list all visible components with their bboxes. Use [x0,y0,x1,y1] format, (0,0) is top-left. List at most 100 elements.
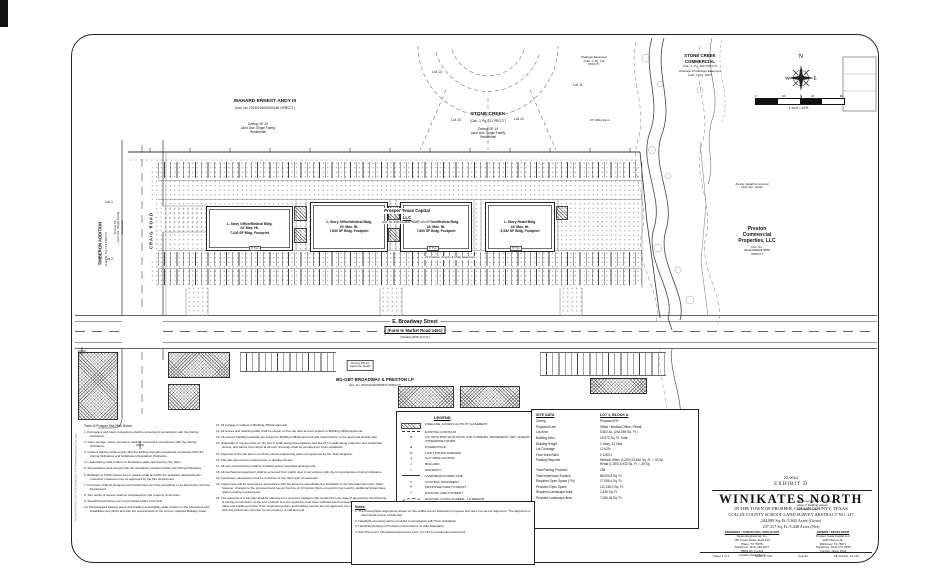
street-label-craig-road: CRAIG ROAD [148,200,154,261]
site-data-label: Parking Required [536,458,561,463]
site-data-value: 156 [600,467,606,472]
site-data-value: 12.62% [600,447,611,452]
lot-label-14: Lot 14 [432,70,442,74]
existing-hydrant-icon: + [410,491,412,496]
area-net: 237,317 Sq. Ft./5.448 Acres (Net) [762,523,820,529]
site-data-label: Zoning [536,419,546,423]
signpost-icon: ▪ [410,468,412,473]
case-number: 22.0014 [783,475,799,480]
site-data-value: 0.1263:1 [600,452,613,457]
site-data-label: Total Parking Provided [536,467,568,472]
note-item: 4. Site Plan is For Informational Purpos… [355,529,467,534]
zoning-label-stone-creek: Zoning: SF-10 Land Use: Single Family Re… [470,127,506,139]
iron-rod-icon: ● [409,435,413,440]
general-notes-column: 11. All signage is subject to Building O… [216,423,388,515]
drainage-easement-label: Drainage Easement (Cab. J, Pg. 711 PRCCT… [581,55,607,67]
site-data-label: Lot Area [536,430,548,435]
legend-title: LEGEND [434,415,451,420]
entrance-drive-3 [561,286,582,316]
site-data-label: Building Height [536,441,558,446]
note-item: 1. Dumpsters and trash compactors shall … [84,430,199,438]
tree-symbols [641,53,704,305]
legend-item-label: EXISTING FIRE HYDRANT [425,491,464,496]
subdivision-label-timberon: TIMBERON ADDITION [97,221,103,266]
developer-line: Prosper Texas Capital LLC [815,534,851,538]
site-data-value: 17,086.4 Sq. Ft. [600,479,623,484]
street-label-broadway-row: (Variable Width R.O.W.) [400,334,430,339]
site-data-label: Required Landscape Area [536,490,573,495]
engineer-line: Spiars Engineering, Inc. [736,534,768,538]
compass-rose-icon: N W E S [785,53,816,100]
tract-label-stone-creek-commercial: STONE CREEK COMMERCIAL [684,53,716,64]
owner-label-mahard-inst: (Inst. No. 20160126000100180 OPRCCT) [235,105,295,110]
contour-line-icon [400,431,422,434]
titleblock-footer: Sheet 1 of 1 Scale: 1"=40' Aug-22 SE Job… [700,554,872,558]
parking-row-north [158,162,642,178]
lot-label-13: Lot 13 [451,118,461,122]
stall-dim-label: 9' Typ. [426,246,440,252]
legend-item-label: CONTROL MONUMENT [425,479,460,484]
site-data-lot: LOT 1, BLOCK A [600,413,629,417]
scale-bar: 0 20 40 80 1 inch = 40 ft. [755,94,847,110]
tract-label-scc-cab: (Cab. X, Pg. 1037 PRCCT) [682,64,718,68]
guy-wire-icon: ↘ [409,456,413,461]
note-item: 18. All mechanical equipment shall be sc… [216,469,383,474]
engineer-line: Contact: David Bond [738,552,766,557]
legend-item-label: LIGHT POLE/STANDARD [425,450,461,455]
notes-box: Notes: 1. The thoroughfare alignments sh… [351,501,535,565]
project-location-line2: COLLIN COUNTY SCHOOL LAND SURVEY ABSTRAC… [728,512,854,517]
note-item: 21. The approval of a site plan shall be… [216,496,387,513]
project-location-line1: IN THE TOWN OF PROSPER, COLLIN COUNTY, T… [734,506,848,511]
note-item: 3. Handicap Parking is Provided in Accor… [355,524,445,529]
note-item: 10. Handicapped parking areas and buildi… [84,505,210,513]
engineer-line: Plano, TX 75075 [741,541,763,546]
scale-tick: 20 [782,94,786,98]
existing-building-hatched [168,384,200,410]
legend-item-label: 1/2" IRON ROD W/ PLASTIC CAP STAMPED "SP… [425,435,530,444]
svg-text:S: S [800,95,803,100]
service-pad [388,228,400,242]
zoning-label-mahard: Zoning: SF-10 Land Use: Single Family Re… [240,122,276,134]
owner-label-ptc-llc: LLC [401,214,413,220]
legend-item-label: POWER POLE [425,444,446,449]
light-pole-icon: ⊙ [409,450,413,455]
developer-line: 1225 Monroe Dr. [822,537,844,542]
note-item: 19. Landscape easements must be exclusiv… [216,476,319,481]
engineer-line: TBPE No. F-2121 [740,549,764,554]
footer-sheet: Sheet 1 of 1 [712,554,730,558]
prosper-notes-column: Town of Prosper Site Plan Notes: 1. Dump… [84,424,210,516]
site-data-value: Medical Office (1:250) 23,040 Sq. Ft. = … [600,458,664,467]
overhead-power-line-icon [400,475,422,478]
note-item: 17. All new electrical lines shall be in… [216,463,316,468]
existing-building-hatched [460,386,520,408]
developer-block-title: OWNER / DEVELOPER [816,530,850,534]
lot-label-11: Lot 11 [573,83,583,87]
svg-text:W: W [785,77,790,82]
lot-label-1: Lot 1 [105,200,113,204]
site-data-title: SITE DATA [536,413,555,417]
existing-building-hatched [78,352,118,420]
bollard-icon: • [410,462,412,467]
owner-label-mahard: MAHARD ERNEST ANDY III [233,99,297,104]
prosper-notes-title: Town of Prosper Site Plan Notes: [84,424,133,428]
creek-path [646,37,682,331]
entrance-drive-1 [187,286,208,316]
note-item: 15. Approval of the site plan is not fin… [216,451,353,456]
site-data-label: Provided Open Space [536,484,567,489]
footer-job: SE Job No. 21-131 [833,554,860,558]
titleblock-rule [712,490,872,491]
west-drive [163,207,208,232]
note-item: 14. Sidewalks of not less than six (6') … [216,441,382,450]
scale-tick: 0 [755,94,757,98]
note-item: 5. All elevations shall comply with the … [84,466,203,471]
site-data-label: Required Open Space (7%) [536,479,575,484]
exhibit-label: EXHIBIT D [774,482,808,487]
site-data-value: 111,238.2 Sq. Ft. [600,484,624,489]
developer-block: OWNER / DEVELOPER Prosper Texas Capital … [794,530,872,554]
existing-building-hatched [590,378,647,394]
building-1-label: 1- Story Office/Medical Bldg. 24' Max. H… [226,221,273,235]
building-2: 1- Story Office/Medical Bldg. 24' Max. H… [310,202,388,252]
developer-line: Contact: Jason Pinal [819,549,847,554]
service-pad [294,206,307,221]
